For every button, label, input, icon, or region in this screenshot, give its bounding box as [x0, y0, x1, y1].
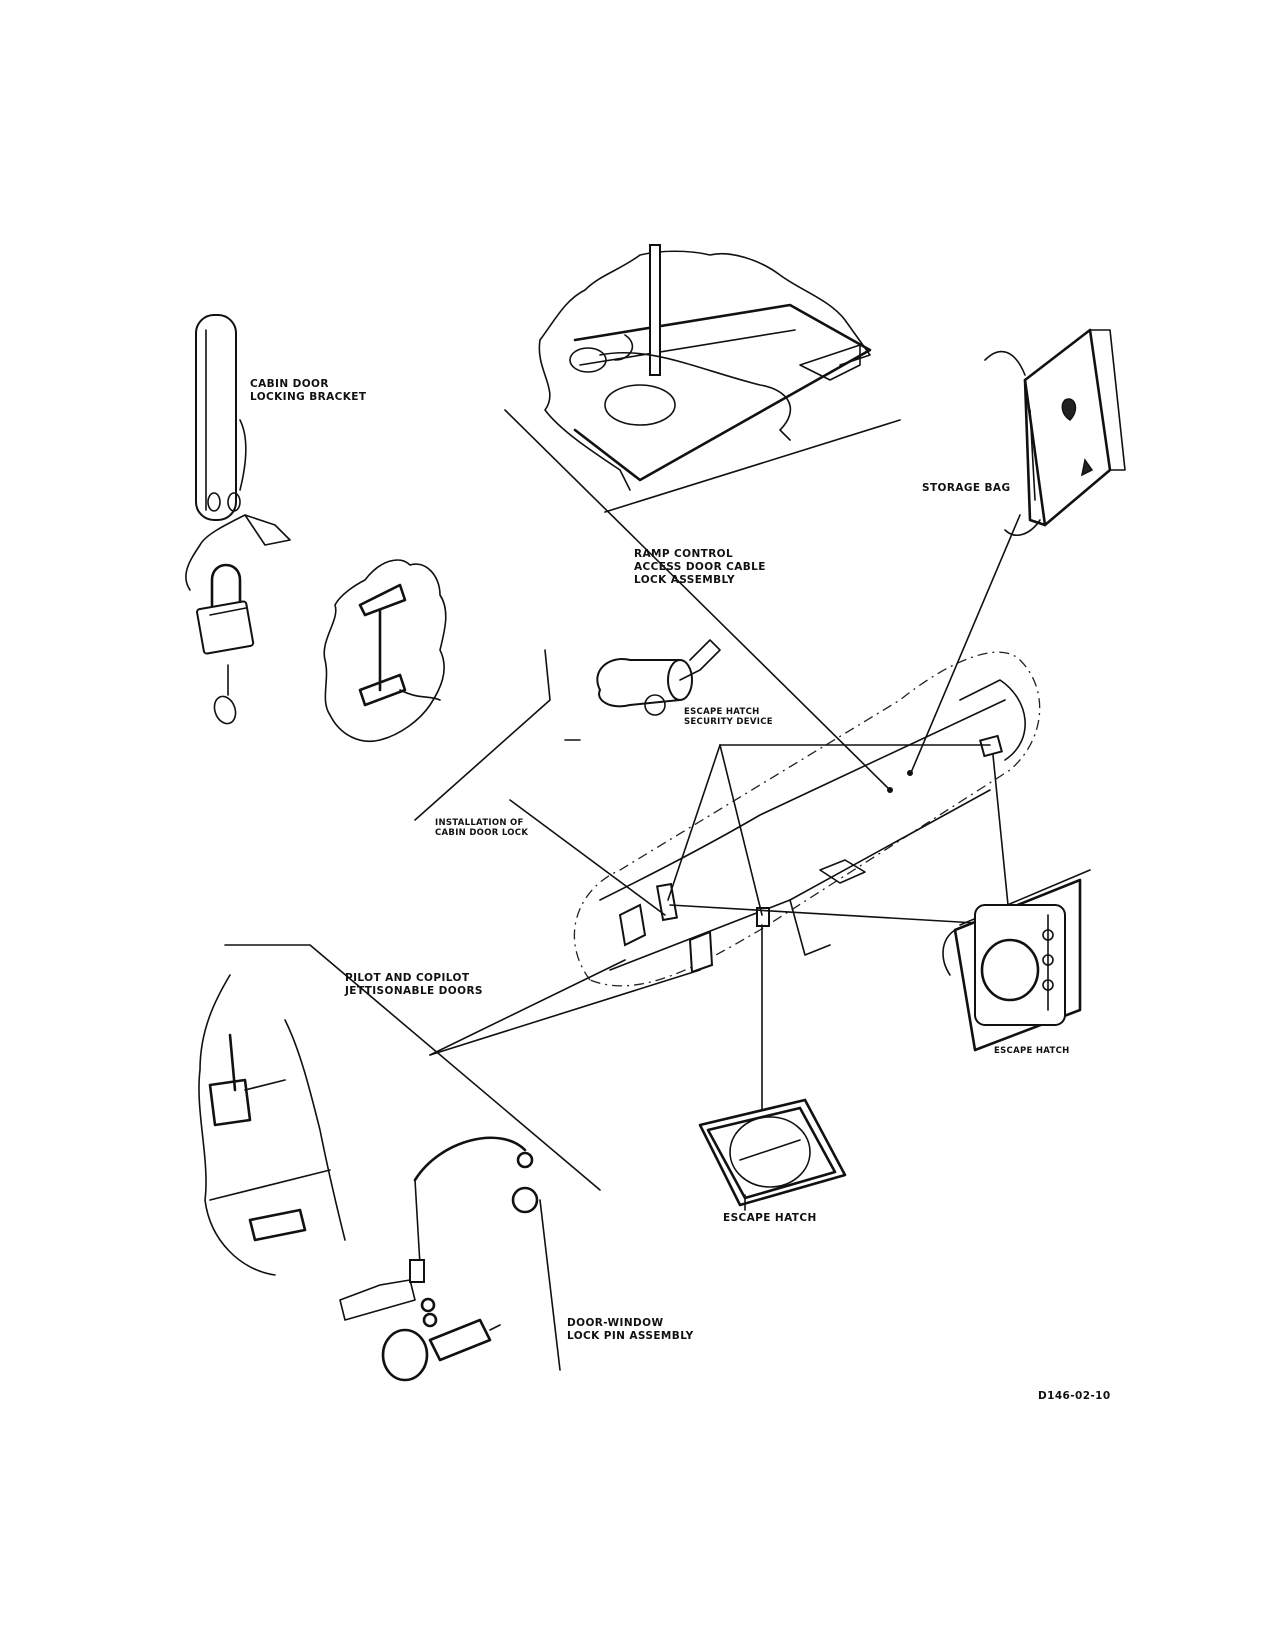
- escape-hatch-security-device-detail: [596, 639, 721, 716]
- pilot-copilot-doors-label: PILOT AND COPILOT JETTISONABLE DOORS: [345, 972, 483, 997]
- storage-bag-icon: [984, 328, 1126, 536]
- installation-cabin-door-lock-label: INSTALLATION OF CABIN DOOR LOCK: [435, 818, 529, 838]
- cabin-door-lock-installation-detail: [323, 559, 447, 742]
- detail-frame-lines: [224, 649, 601, 1191]
- escape-hatch-bottom-label: ESCAPE HATCH: [723, 1212, 817, 1224]
- ramp-control-cable-lock-detail: [538, 244, 901, 513]
- escape-hatch-icon: [942, 869, 1091, 1052]
- ramp-control-label: RAMP CONTROL ACCESS DOOR CABLE LOCK ASSE…: [634, 548, 766, 586]
- leader-lines: [429, 409, 1021, 1111]
- door-window-lock-pin-label: DOOR-WINDOW LOCK PIN ASSEMBLY: [567, 1317, 694, 1342]
- escape-hatch-right-label: ESCAPE HATCH: [994, 1046, 1070, 1056]
- figure-id-label: D146-02-10: [1038, 1390, 1111, 1402]
- jettisonable-door-latch-detail: [198, 974, 346, 1276]
- lock-pin-icon: [339, 1136, 561, 1382]
- padlock-icon: [196, 563, 255, 725]
- cabin-door-locking-bracket-label: CABIN DOOR LOCKING BRACKET: [250, 378, 367, 403]
- cabin-door-locking-bracket-detail: [185, 314, 291, 591]
- storage-bag-label: STORAGE BAG: [922, 482, 1011, 494]
- escape-hatch-bottom-icon: [698, 1098, 847, 1211]
- escape-hatch-security-device-label: ESCAPE HATCH SECURITY DEVICE: [684, 707, 773, 727]
